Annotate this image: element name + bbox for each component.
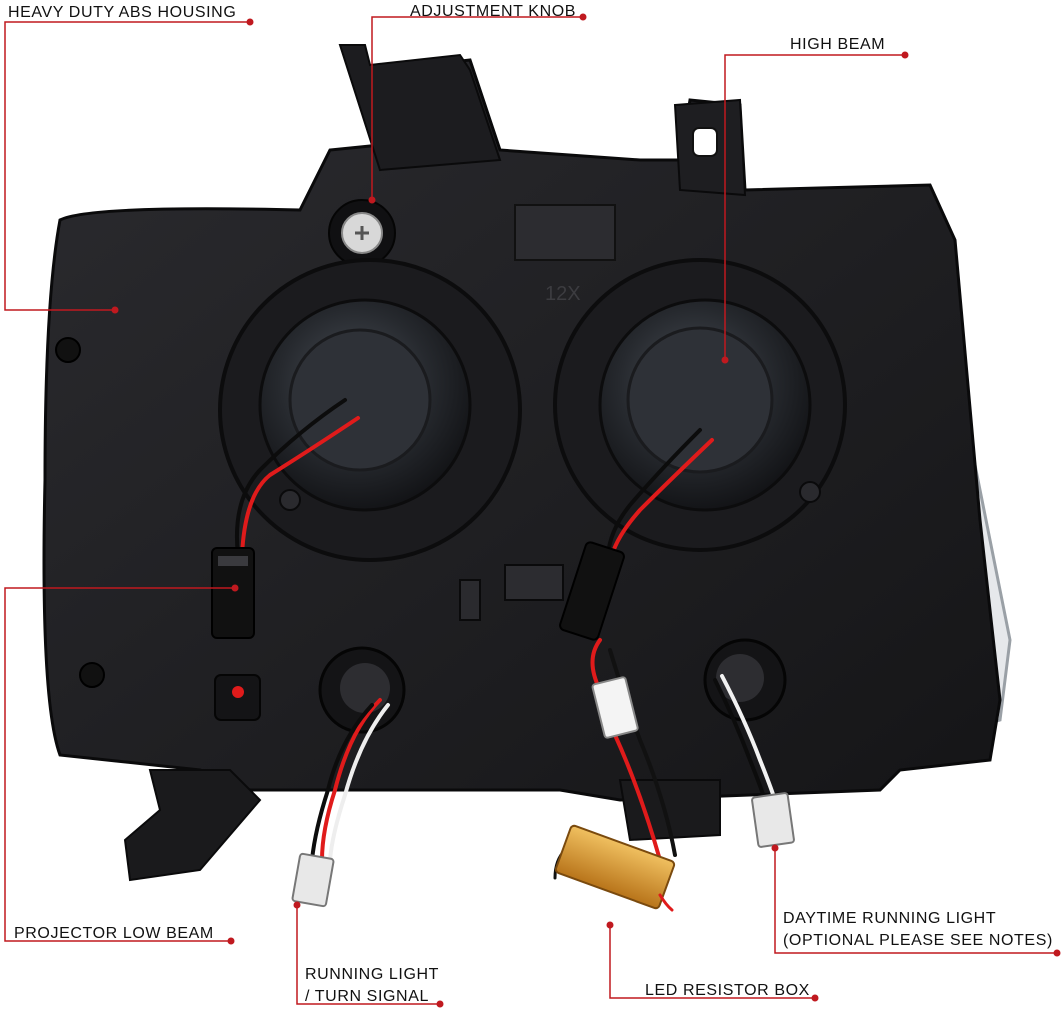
resistor-wire-red: [590, 638, 662, 862]
leader-knob: [371, 16, 583, 200]
bottom-left-bracket: [123, 769, 262, 882]
label-running-light-line2: / TURN SIGNAL: [305, 988, 429, 1005]
screw-left: [279, 489, 301, 511]
leader-housing: [4, 21, 250, 311]
leader-low-beam: [4, 587, 235, 942]
leader-resistor: [609, 925, 815, 999]
led-resistor: [553, 824, 676, 912]
high-beam-reflector: [553, 258, 847, 552]
low-beam-connector: [211, 547, 255, 639]
leader-high-beam: [724, 54, 905, 360]
top-bracket: [338, 44, 502, 172]
vent-slot-2: [459, 579, 481, 621]
high-beam-wire-black: [606, 428, 702, 557]
leader-running-light: [296, 905, 440, 1005]
housing-plate: [514, 204, 616, 261]
leader-lines: [4, 13, 1061, 1008]
label-adjustment-knob: ADJUSTMENT KNOB: [410, 3, 577, 20]
low-beam-wire-black: [234, 398, 347, 557]
label-drl-line1: DAYTIME RUNNING LIGHT: [783, 910, 997, 927]
low-beam-projector: [218, 258, 522, 562]
screw-right: [799, 481, 821, 503]
drl-bulb-socket: [751, 792, 795, 848]
high-beam-wire-red: [610, 438, 714, 557]
high-beam-connector: [559, 541, 625, 641]
leader-drl: [774, 848, 1057, 954]
label-high-beam: HIGH BEAM: [790, 36, 886, 53]
low-beam-wire-red: [240, 416, 360, 557]
side-clip-lower: [79, 662, 105, 688]
drl-wire-white: [720, 674, 777, 802]
label-heavy-duty-housing: HEAVY DUTY ABS HOUSING: [8, 4, 237, 21]
label-led-resistor-box: LED RESISTOR BOX: [645, 982, 810, 999]
vent-slot: [504, 564, 564, 601]
wiring: [211, 398, 795, 912]
adjustment-knob: [328, 199, 396, 267]
label-running-light-line1: RUNNING LIGHT: [305, 966, 440, 983]
drl-wire-black: [713, 678, 767, 802]
turn-wire-black: [310, 703, 374, 862]
embossed-marking: 12X: [545, 283, 581, 305]
turn-wire-white: [328, 703, 390, 862]
turn-wire-red: [320, 698, 382, 862]
bottom-center-bracket: [618, 779, 721, 842]
housing-body: [42, 58, 1002, 802]
label-drl-line2: (OPTIONAL PLEASE SEE NOTES): [783, 932, 1053, 949]
turn-bulb-socket: [291, 852, 335, 908]
label-projector-low-beam: PROJECTOR LOW BEAM: [14, 925, 214, 942]
side-socket: [214, 674, 261, 721]
white-connector: [591, 676, 639, 739]
side-clip-upper: [55, 337, 81, 363]
headlight-assembly: 12X: [42, 44, 1012, 882]
